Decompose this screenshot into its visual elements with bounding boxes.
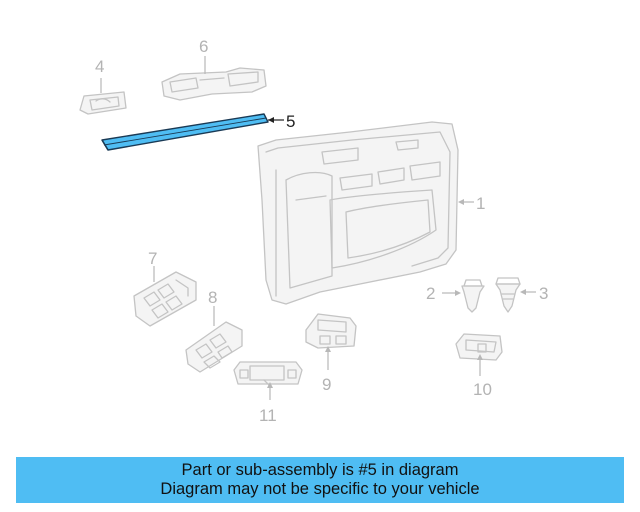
callout-2: 2 [426, 284, 435, 303]
part-5-belt-weatherstrip[interactable] [101, 113, 269, 151]
leader-10-arrowhead [477, 354, 483, 360]
part-4-handle-bezel[interactable] [79, 91, 127, 115]
part-3-tree-clip[interactable] [495, 277, 521, 313]
callout-1: 1 [476, 194, 485, 213]
callout-6: 6 [199, 37, 208, 56]
leader-2-arrowhead [455, 290, 461, 296]
callout-7: 7 [148, 249, 157, 268]
part-8-window-switch-bezel[interactable] [185, 321, 243, 373]
callout-11: 11 [259, 406, 277, 425]
leader-11-arrowhead [267, 382, 273, 388]
leader-1-arrowhead [458, 199, 464, 205]
leader-5-arrowhead [268, 117, 274, 123]
leader-3-arrowhead [520, 289, 526, 295]
callout-5: 5 [286, 112, 295, 131]
callout-3: 3 [539, 284, 548, 303]
banner-line-1: Part or sub-assembly is #5 in diagram [181, 461, 459, 479]
callout-9: 9 [322, 375, 331, 394]
callout-8: 8 [208, 288, 217, 307]
callout-4: 4 [95, 57, 104, 76]
leader-9-arrowhead [325, 346, 331, 352]
callout-10: 10 [473, 380, 492, 399]
banner-line-2: Diagram may not be specific to your vehi… [160, 480, 480, 498]
part-1-door-trim-panel[interactable] [257, 121, 459, 305]
info-banner: Part or sub-assembly is #5 in diagram Di… [16, 457, 624, 503]
part-11-courtesy-lamp[interactable] [233, 361, 303, 387]
part-10-switch[interactable] [455, 333, 503, 361]
part-6-armrest-bezel[interactable] [161, 67, 267, 101]
part-9-switch-module[interactable] [305, 313, 357, 349]
part-7-master-window-switch[interactable] [133, 271, 197, 327]
part-2-push-pin[interactable] [461, 279, 485, 313]
